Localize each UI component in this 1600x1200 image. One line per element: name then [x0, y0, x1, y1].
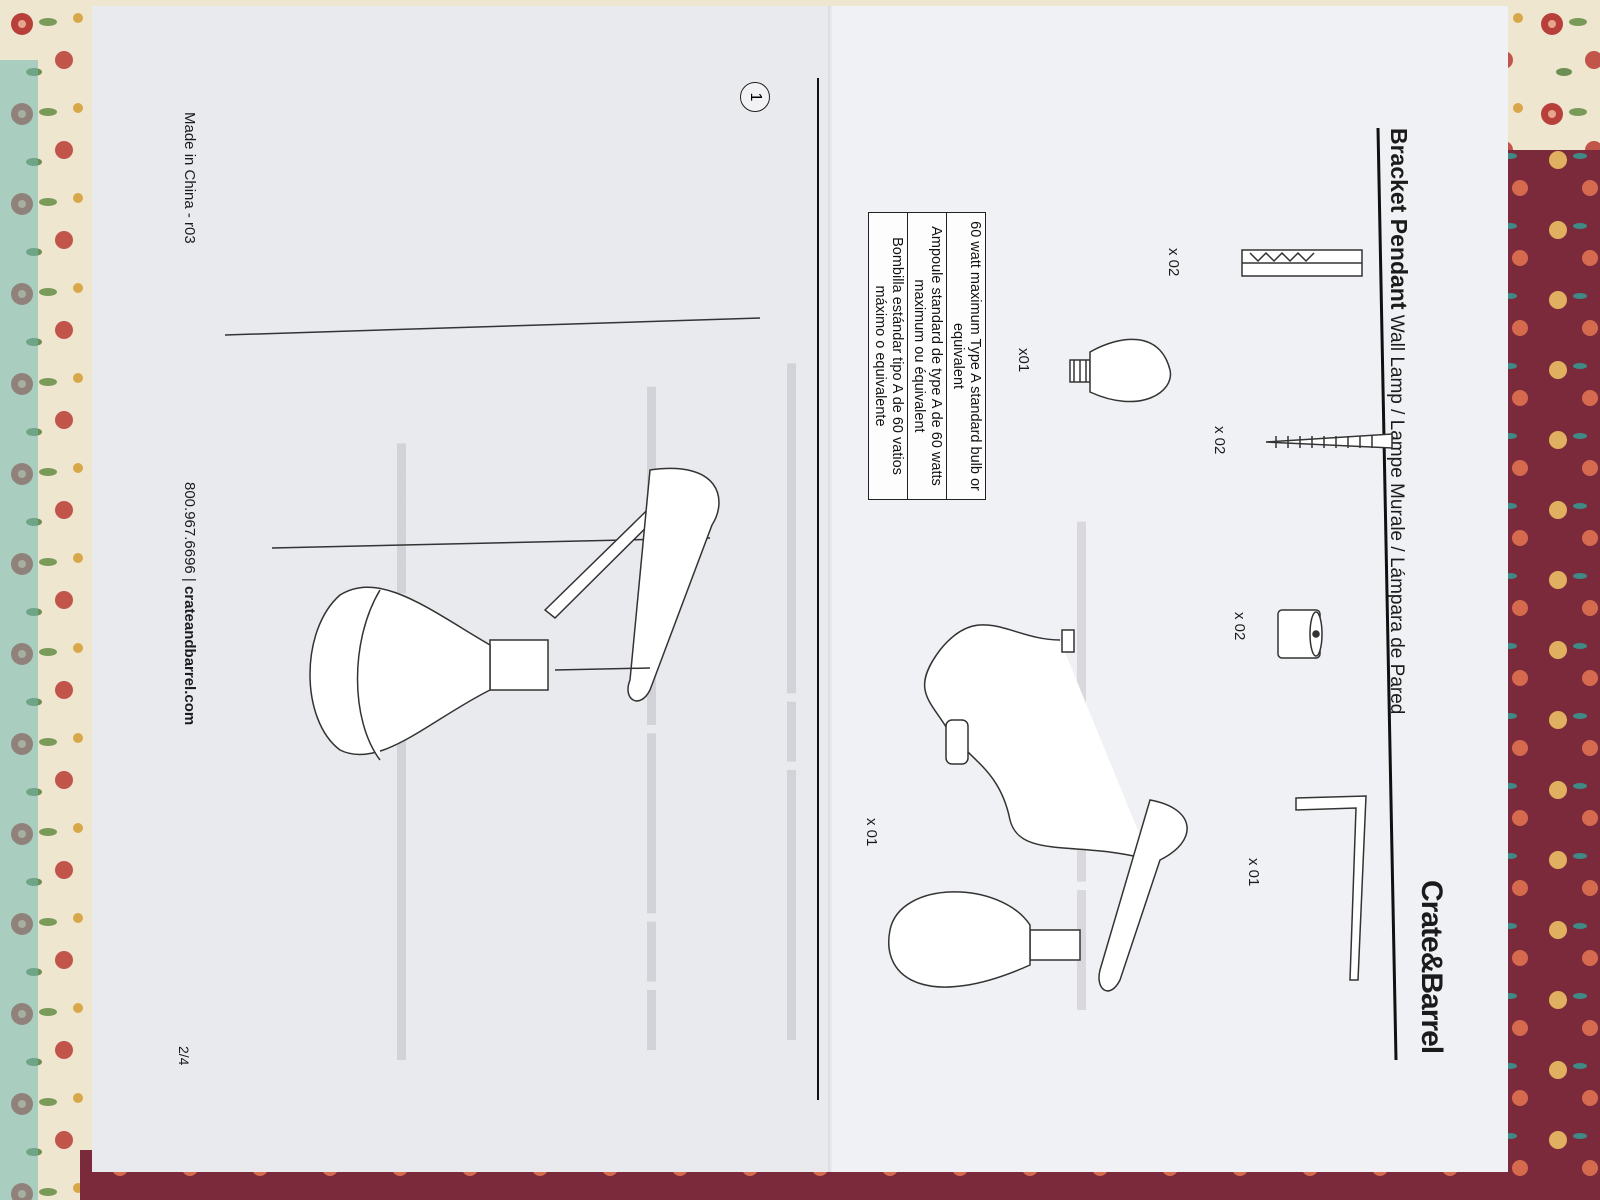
bulb-spec-es: Bombilla estándar tipo A de 60 vatios má… — [869, 213, 908, 499]
pendant-lamp-with-cord-icon — [888, 624, 1188, 992]
qty-label: x 02 — [1165, 248, 1182, 277]
manual-page-left-panel — [92, 6, 832, 1172]
qty-label: x01 — [1015, 348, 1032, 373]
bulb-spec-fr: Ampoule standard de type A de 60 watts m… — [908, 213, 947, 499]
contact-line: 800.967.6696 | crateandbarrel.com — [181, 482, 198, 725]
light-bulb-icon — [1069, 338, 1172, 403]
phone-number: 800.967.6696 | — [181, 482, 198, 582]
screw-icon — [1265, 433, 1393, 449]
bulb-spec-box: 60 watt maximum Type A standard bulb or … — [868, 212, 986, 500]
qty-label: x 01 — [1245, 858, 1262, 887]
made-in-label: Made in China - r03 — [181, 112, 198, 244]
paper-fold-crease — [828, 6, 834, 1172]
qty-label: x 02 — [1211, 426, 1228, 455]
step-number-badge: 1 — [740, 82, 770, 112]
page-number: 2/4 — [176, 1046, 192, 1066]
wall-anchor-icon — [1241, 249, 1363, 277]
step-1-illustration — [224, 317, 761, 761]
bracket-arm-icon — [1295, 795, 1367, 981]
qty-label: x 01 — [863, 818, 880, 847]
qty-label: x 02 — [1231, 612, 1248, 641]
step-number: 1 — [747, 92, 764, 102]
bulb-spec-en: 60 watt maximum Type A standard bulb or … — [950, 221, 983, 491]
website-link: crateandbarrel.com — [181, 586, 198, 726]
screw-cap-icon — [1277, 609, 1323, 659]
